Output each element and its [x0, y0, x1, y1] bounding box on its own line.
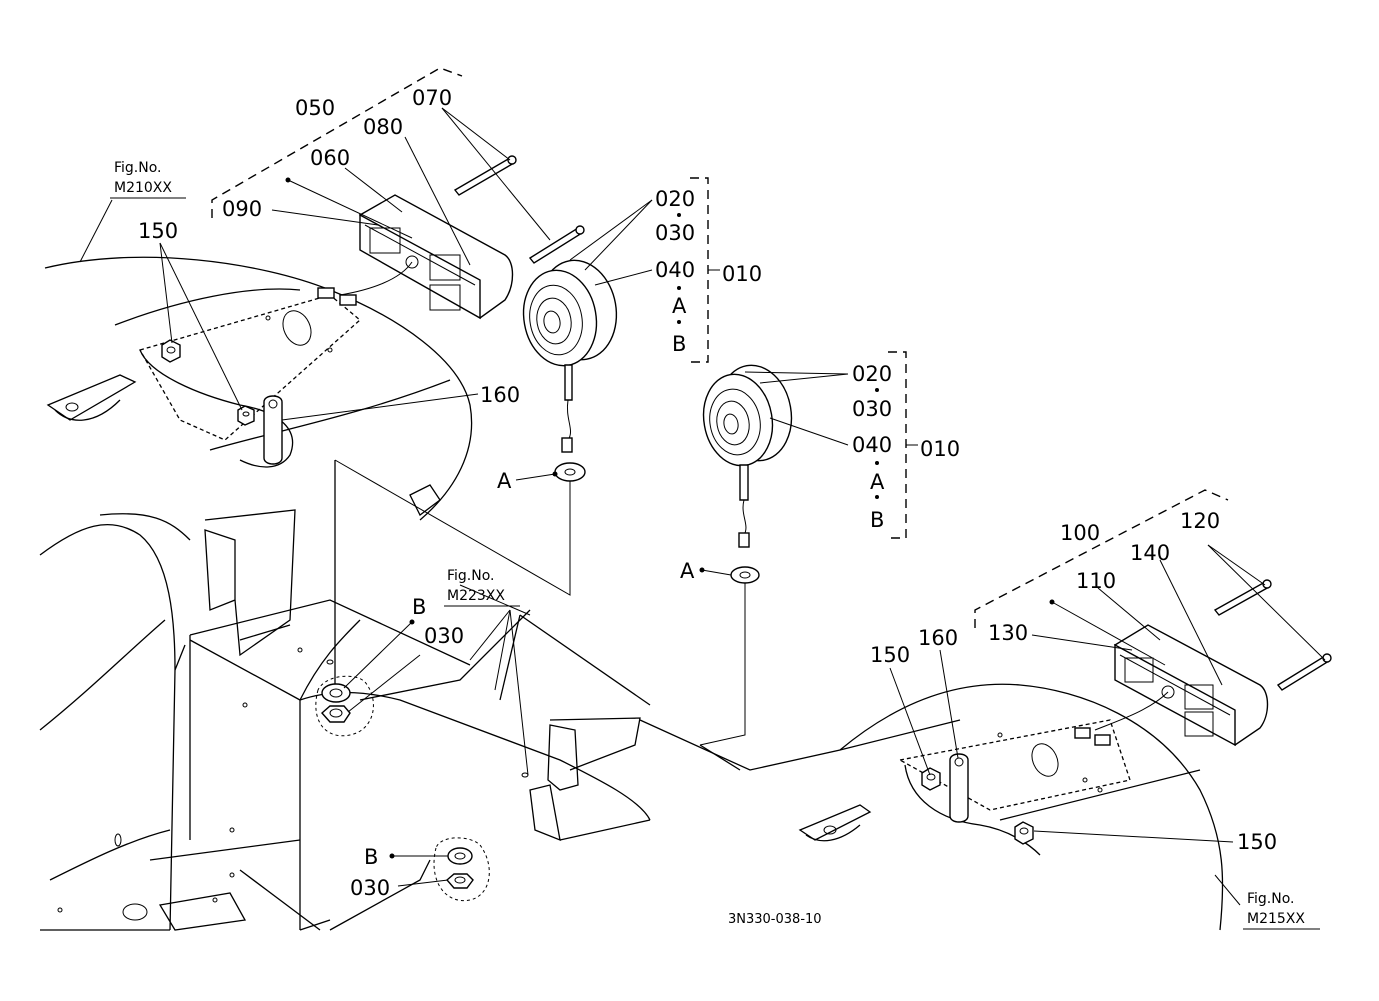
- fig-ref-2-code: M223XX: [447, 588, 505, 604]
- rear-lamp-left: [317, 194, 514, 320]
- cab-frame: [39, 460, 651, 931]
- label-060: 060: [310, 146, 350, 170]
- washer-nut-stack-1: [315, 675, 374, 737]
- label-150-left: 150: [138, 219, 178, 243]
- nut-150-right-2: [1014, 821, 1034, 845]
- label-040-b: 040: [852, 433, 892, 457]
- label-150-right-bottom: 150: [1237, 830, 1277, 854]
- kit-outline-100: [974, 489, 1229, 628]
- label-040-a: 040: [655, 258, 695, 282]
- label-A-a: A: [672, 294, 687, 318]
- label-B-b: B: [870, 508, 884, 532]
- label-080: 080: [363, 115, 403, 139]
- label-010-a: 010: [722, 262, 762, 286]
- leader-lines: [79, 107, 1326, 906]
- fig-ref-2-title: Fig.No.: [447, 568, 495, 584]
- label-130: 130: [988, 621, 1028, 645]
- assembly-lines: [334, 459, 746, 746]
- label-100: 100: [1060, 521, 1100, 545]
- fig-ref-3-code: M215XX: [1247, 911, 1305, 927]
- stay-160-left: [263, 395, 283, 465]
- label-020-b: 020: [852, 362, 892, 386]
- label-160-left: 160: [480, 383, 520, 407]
- label-160-right: 160: [918, 626, 958, 650]
- figure-references: Fig.No. M210XX Fig.No. M223XX Fig.No. M2…: [110, 160, 1320, 930]
- washer-a-2: [730, 566, 760, 584]
- stay-160-right: [949, 753, 969, 823]
- fender-right: [639, 683, 1224, 931]
- label-050: 050: [295, 96, 335, 120]
- label-110: 110: [1076, 569, 1116, 593]
- bolts-070: [453, 155, 585, 264]
- nut-150-right-1: [921, 767, 941, 791]
- label-030-stack-2: 030: [350, 876, 390, 900]
- label-A-b: A: [870, 470, 885, 494]
- part-labels: 050 070 080 060 090 150 160 020 030 040 …: [138, 86, 1277, 900]
- label-B-a: B: [672, 332, 686, 356]
- fig-ref-1-title: Fig.No.: [114, 160, 162, 176]
- label-030-a: 030: [655, 221, 695, 245]
- document-number: 3N330-038-10: [728, 912, 822, 927]
- label-090: 090: [222, 197, 262, 221]
- kit-outline-050: [211, 67, 463, 218]
- washer-nut-stack-2: [433, 837, 490, 902]
- label-030-b: 030: [852, 397, 892, 421]
- work-lamp-1: [522, 259, 618, 453]
- label-150-right-top: 150: [870, 643, 910, 667]
- label-030-stack-1: 030: [424, 624, 464, 648]
- fender-left: [44, 256, 473, 521]
- label-A-washer-1: A: [497, 469, 512, 493]
- center-bracket-area: [326, 609, 651, 931]
- label-020-a: 020: [655, 187, 695, 211]
- washer-a-1: [554, 462, 586, 482]
- label-B-stack-1: B: [412, 595, 426, 619]
- fig-ref-1-code: M210XX: [114, 180, 172, 196]
- fig-ref-3-title: Fig.No.: [1247, 891, 1295, 907]
- work-lamp-2: [702, 364, 793, 548]
- nut-150-left-2: [237, 405, 255, 426]
- nut-150-left-1: [161, 339, 181, 363]
- label-120: 120: [1180, 509, 1220, 533]
- label-070: 070: [412, 86, 452, 110]
- label-010-b: 010: [920, 437, 960, 461]
- label-A-washer-2: A: [680, 559, 695, 583]
- label-B-stack-2: B: [364, 845, 378, 869]
- label-140: 140: [1130, 541, 1170, 565]
- rear-lamp-right: [1074, 624, 1269, 747]
